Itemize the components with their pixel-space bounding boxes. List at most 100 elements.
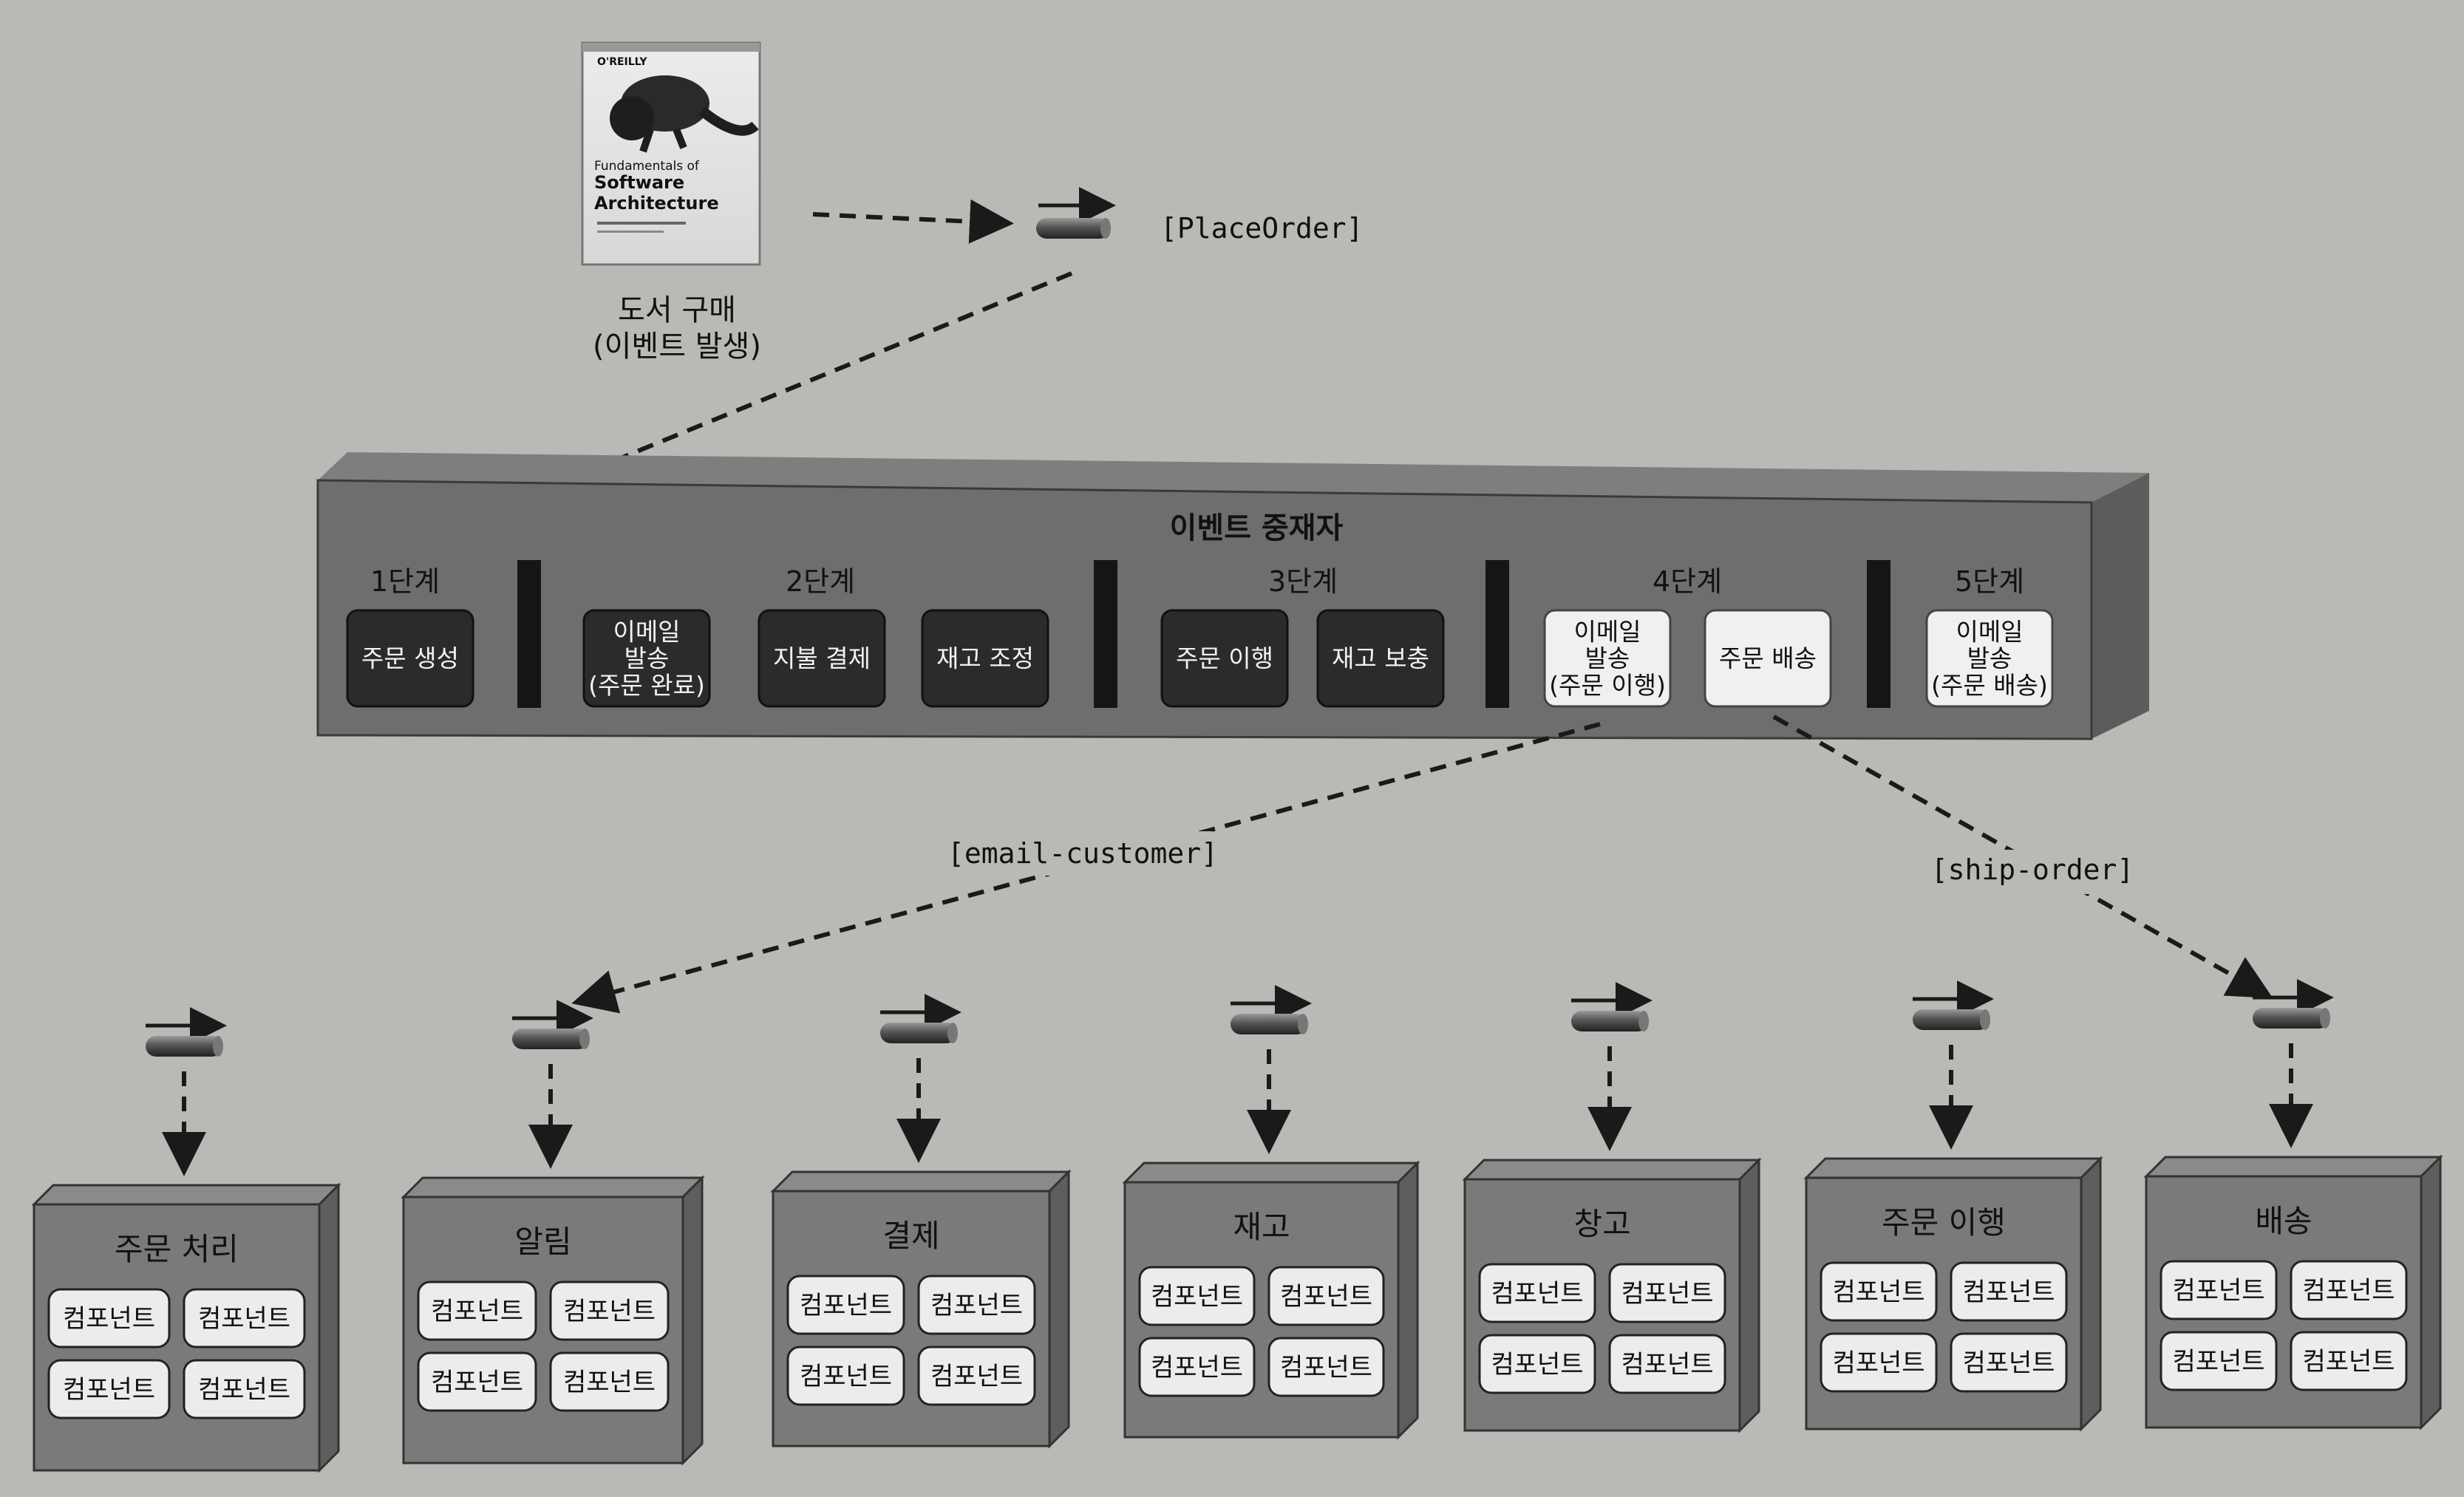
book-caption-line2: (이벤트 발생)	[593, 330, 761, 364]
lemur-illustration	[610, 75, 759, 153]
component-box	[1608, 1334, 1726, 1394]
task-box	[1543, 609, 1672, 708]
component-box	[786, 1275, 905, 1335]
service-channel-icon	[2253, 979, 2334, 1029]
topic-ship-label: [ship-order]	[1931, 853, 2134, 886]
component-label: 컴포넌트	[1151, 1353, 1243, 1382]
component-box	[1820, 1261, 1938, 1322]
component-label: 컴포넌트	[198, 1304, 290, 1334]
component-label: 컴포넌트	[1621, 1279, 1713, 1309]
step-label-2: 2단계	[786, 565, 855, 598]
task-box	[1925, 609, 2054, 708]
component-label: 컴포넌트	[2172, 1347, 2264, 1377]
component-box	[1138, 1266, 1256, 1326]
step-divider-4	[1867, 560, 1890, 708]
step-divider-3	[1485, 560, 1509, 708]
task-box	[758, 609, 886, 708]
service-title: 창고	[1573, 1206, 1630, 1242]
task-label: 지불 결제	[773, 644, 871, 673]
component-box	[2160, 1331, 2278, 1391]
service-title: 주문 이행	[1882, 1204, 2006, 1241]
component-label: 컴포넌트	[1491, 1350, 1583, 1380]
component-label: 컴포넌트	[930, 1362, 1023, 1391]
component-box	[2290, 1260, 2408, 1320]
component-box	[917, 1275, 1036, 1335]
book-caption-line1: 도서 구매	[618, 293, 736, 327]
step-divider-1	[517, 560, 541, 708]
component-box	[1478, 1263, 1596, 1323]
component-label: 컴포넌트	[563, 1368, 656, 1397]
component-box	[2160, 1260, 2278, 1320]
book-cover: O'REILLY Fundamentals of Software Archit…	[581, 41, 761, 266]
book-title-line1: Fundamentals of	[594, 159, 700, 174]
component-label: 컴포넌트	[1832, 1278, 1924, 1307]
component-box	[1478, 1334, 1596, 1394]
service-title: 배송	[2255, 1203, 2312, 1239]
component-label: 컴포넌트	[800, 1362, 892, 1391]
component-label: 컴포넌트	[1962, 1348, 2055, 1378]
service-channel-icon	[1231, 985, 1312, 1034]
component-box	[786, 1346, 905, 1406]
step-label-3: 3단계	[1268, 565, 1338, 598]
component-label: 컴포넌트	[800, 1291, 892, 1320]
component-box	[183, 1359, 306, 1419]
component-label: 컴포넌트	[1962, 1278, 2055, 1307]
component-label: 컴포넌트	[1621, 1350, 1713, 1380]
topic-email-label: [email-customer]	[947, 837, 1218, 870]
task-box	[582, 609, 711, 708]
task-label: 주문 배송	[1719, 644, 1817, 673]
component-box	[1820, 1332, 1938, 1393]
task-box	[346, 609, 474, 708]
mediator-title: 이벤트 중재자	[1170, 511, 1344, 545]
task-label: 주문 생성	[361, 644, 459, 673]
task-label: 주문 이행	[1176, 644, 1273, 673]
component-label: 컴포넌트	[2172, 1276, 2264, 1306]
book-title-line3: Architecture	[594, 193, 719, 214]
book-publisher: O'REILLY	[597, 56, 647, 68]
component-label: 컴포넌트	[198, 1375, 290, 1405]
service-title: 재고	[1233, 1209, 1290, 1245]
component-label: 컴포넌트	[1151, 1282, 1243, 1312]
step-label-5: 5단계	[1955, 565, 2024, 598]
component-box	[47, 1359, 171, 1419]
component-label: 컴포넌트	[63, 1304, 155, 1334]
service-channel-icon	[1913, 981, 1994, 1030]
component-box	[917, 1346, 1036, 1406]
task-box	[1160, 609, 1289, 708]
component-box	[417, 1281, 537, 1341]
component-label: 컴포넌트	[1280, 1353, 1372, 1382]
component-label: 컴포넌트	[563, 1297, 656, 1326]
component-box	[47, 1288, 171, 1348]
task-box	[921, 609, 1049, 708]
component-label: 컴포넌트	[930, 1291, 1023, 1320]
arrow-mediator-to-email-topic	[571, 722, 1601, 1014]
step-divider-2	[1094, 560, 1117, 708]
arrow-channel-to-mediator	[449, 271, 1073, 532]
task-box	[1704, 609, 1832, 708]
component-label: 컴포넌트	[1491, 1279, 1583, 1309]
component-label: 컴포넌트	[1832, 1348, 1924, 1378]
component-box	[183, 1288, 306, 1348]
service-channel-icon	[512, 1000, 593, 1049]
component-label: 컴포넌트	[2302, 1347, 2395, 1377]
service-channel-icon	[146, 1007, 227, 1057]
component-label: 컴포넌트	[2302, 1276, 2395, 1306]
service-channel-icon	[880, 994, 962, 1043]
component-box	[1608, 1263, 1726, 1323]
step-label-4: 4단계	[1653, 565, 1722, 598]
component-box	[1267, 1266, 1385, 1326]
service-title: 결제	[882, 1218, 939, 1254]
service-title: 알림	[514, 1224, 571, 1260]
component-box	[549, 1351, 670, 1412]
component-box	[2290, 1331, 2408, 1391]
component-label: 컴포넌트	[1280, 1282, 1372, 1312]
